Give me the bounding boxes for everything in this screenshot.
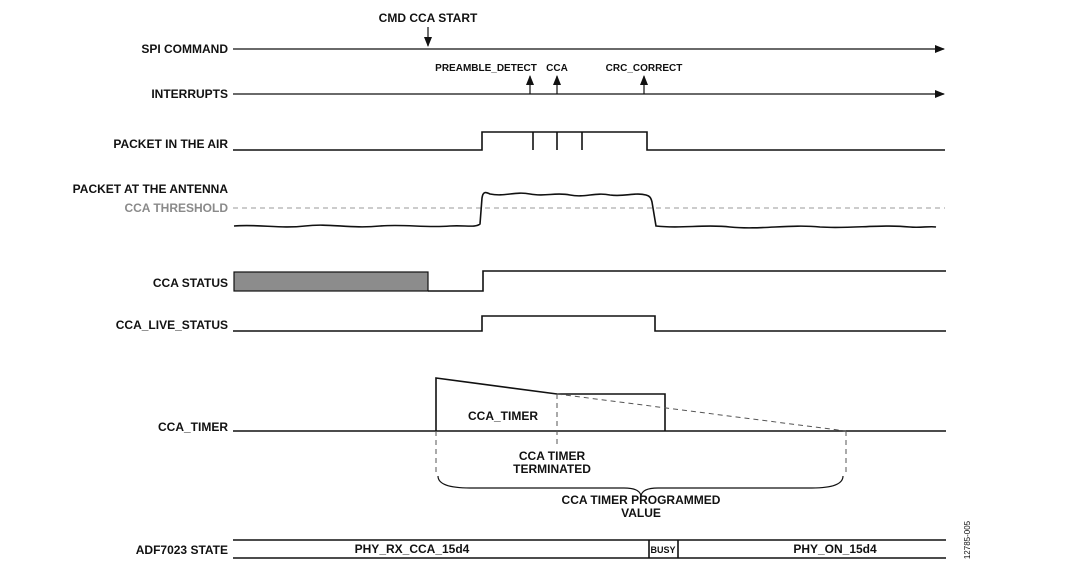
adf-state-label: ADF7023 STATE [136,543,228,557]
interrupts-label: INTERRUPTS [151,87,228,101]
figure-id: 12785-005 [963,520,972,559]
cca-event-label: CCA [546,63,568,74]
programmed-value-brace [437,475,844,497]
cca-status-undefined-region [233,271,429,292]
state-phy-on: PHY_ON_15d4 [793,542,877,556]
crc-correct-label: CRC_CORRECT [606,63,683,74]
preamble-detect-label: PREAMBLE_DETECT [435,63,537,74]
spi-command-label: SPI COMMAND [141,42,228,56]
cca-live-status-waveform [233,315,946,332]
cca-timer-terminated-label-2: TERMINATED [513,462,591,476]
packet-at-antenna-label: PACKET AT THE ANTENNA [73,182,229,196]
cca-timer-inner-label: CCA_TIMER [468,409,538,423]
cmd-cca-start-label: CMD CCA START [379,11,478,25]
antenna-signal-waveform [233,191,937,229]
state-busy: BUSY [650,545,675,555]
packet-in-air-label: PACKET IN THE AIR [113,137,228,151]
cca-threshold-label: CCA THRESHOLD [124,201,228,215]
programmed-value-label-1: CCA TIMER PROGRAMMED [562,493,721,507]
cca-timer-shape [435,377,666,431]
cca-timer-projected-slope [556,393,847,432]
cca-status-label: CCA STATUS [153,276,228,290]
cca-status-waveform [428,270,946,292]
cca-live-status-label: CCA_LIVE_STATUS [116,318,228,332]
packet-in-air-waveform [233,131,945,151]
cca-timer-terminated-label-1: CCA TIMER [519,449,586,463]
cca-timer-label: CCA_TIMER [158,420,228,434]
state-rx-cca: PHY_RX_CCA_15d4 [355,542,470,556]
programmed-value-label-2: VALUE [621,506,661,520]
